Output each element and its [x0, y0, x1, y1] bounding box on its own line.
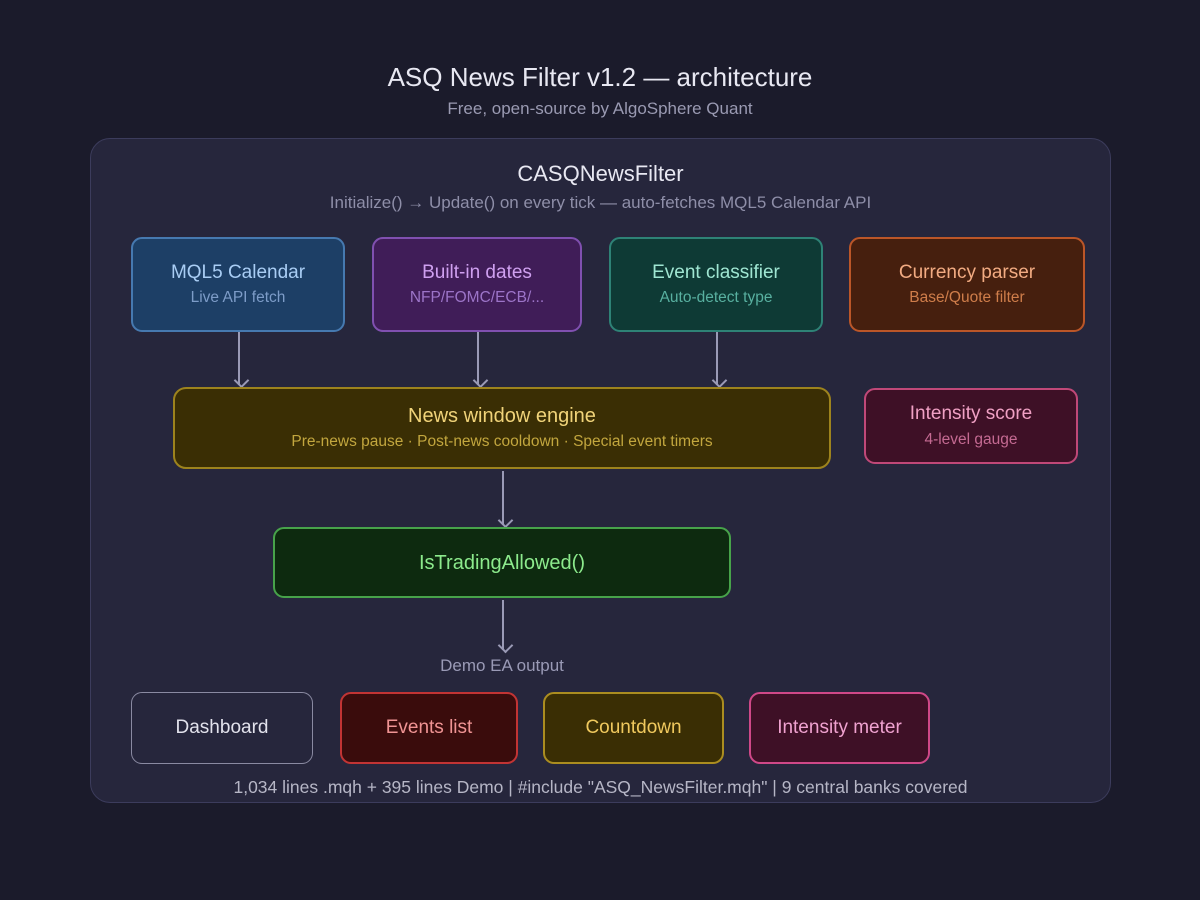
node-news-window-engine: News window engine Pre-news pause · Post… [173, 387, 831, 469]
node-title: Currency parser [898, 261, 1036, 283]
node-title: Built-in dates [422, 261, 532, 283]
arrow-down-icon [502, 600, 504, 650]
module-footer: 1,034 lines .mqh + 395 lines Demo | #inc… [233, 777, 968, 797]
demo-ea-output-label: Demo EA output [440, 656, 564, 675]
casq-news-filter-container: CASQNewsFilter Initialize() → Update() o… [90, 138, 1111, 803]
node-intensity-score: Intensity score 4-level gauge [864, 388, 1078, 464]
node-subtitle: Pre-news pause · Post-news cooldown · Sp… [291, 433, 713, 451]
module-subtitle: Initialize() → Update() on every tick — … [329, 193, 872, 212]
node-title: Intensity meter [777, 716, 902, 738]
page-title: ASQ News Filter v1.2 — architecture [387, 62, 813, 92]
arrow-down-icon [716, 332, 718, 385]
node-mql5-calendar: MQL5 Calendar Live API fetch [131, 237, 345, 332]
node-subtitle: Live API fetch [190, 289, 286, 307]
node-subtitle: Auto-detect type [659, 289, 773, 307]
node-title: Dashboard [175, 716, 269, 738]
node-title: Intensity score [909, 403, 1033, 425]
node-event-classifier: Event classifier Auto-detect type [609, 237, 823, 332]
node-title: News window engine [408, 405, 596, 428]
arrow-down-icon [477, 332, 479, 385]
node-title: Event classifier [652, 261, 780, 283]
node-currency-parser: Currency parser Base/Quote filter [849, 237, 1085, 332]
node-countdown: Countdown [543, 692, 724, 764]
node-intensity-meter: Intensity meter [749, 692, 930, 764]
node-title: IsTradingAllowed() [419, 551, 585, 574]
arrow-down-icon [238, 332, 240, 385]
arrow-down-icon [502, 471, 504, 525]
node-dashboard: Dashboard [131, 692, 313, 764]
module-title: CASQNewsFilter [517, 161, 684, 186]
node-subtitle: Base/Quote filter [909, 289, 1025, 307]
node-title: MQL5 Calendar [170, 261, 306, 283]
node-title: Events list [385, 716, 473, 738]
node-title: Countdown [585, 716, 682, 738]
node-subtitle: NFP/FOMC/ECB/... [409, 289, 545, 307]
node-subtitle: 4-level gauge [924, 430, 1018, 448]
node-is-trading-allowed: IsTradingAllowed() [273, 527, 731, 598]
node-events-list: Events list [340, 692, 518, 764]
page-subtitle: Free, open-source by AlgoSphere Quant [447, 99, 753, 118]
node-builtin-dates: Built-in dates NFP/FOMC/ECB/... [372, 237, 582, 332]
